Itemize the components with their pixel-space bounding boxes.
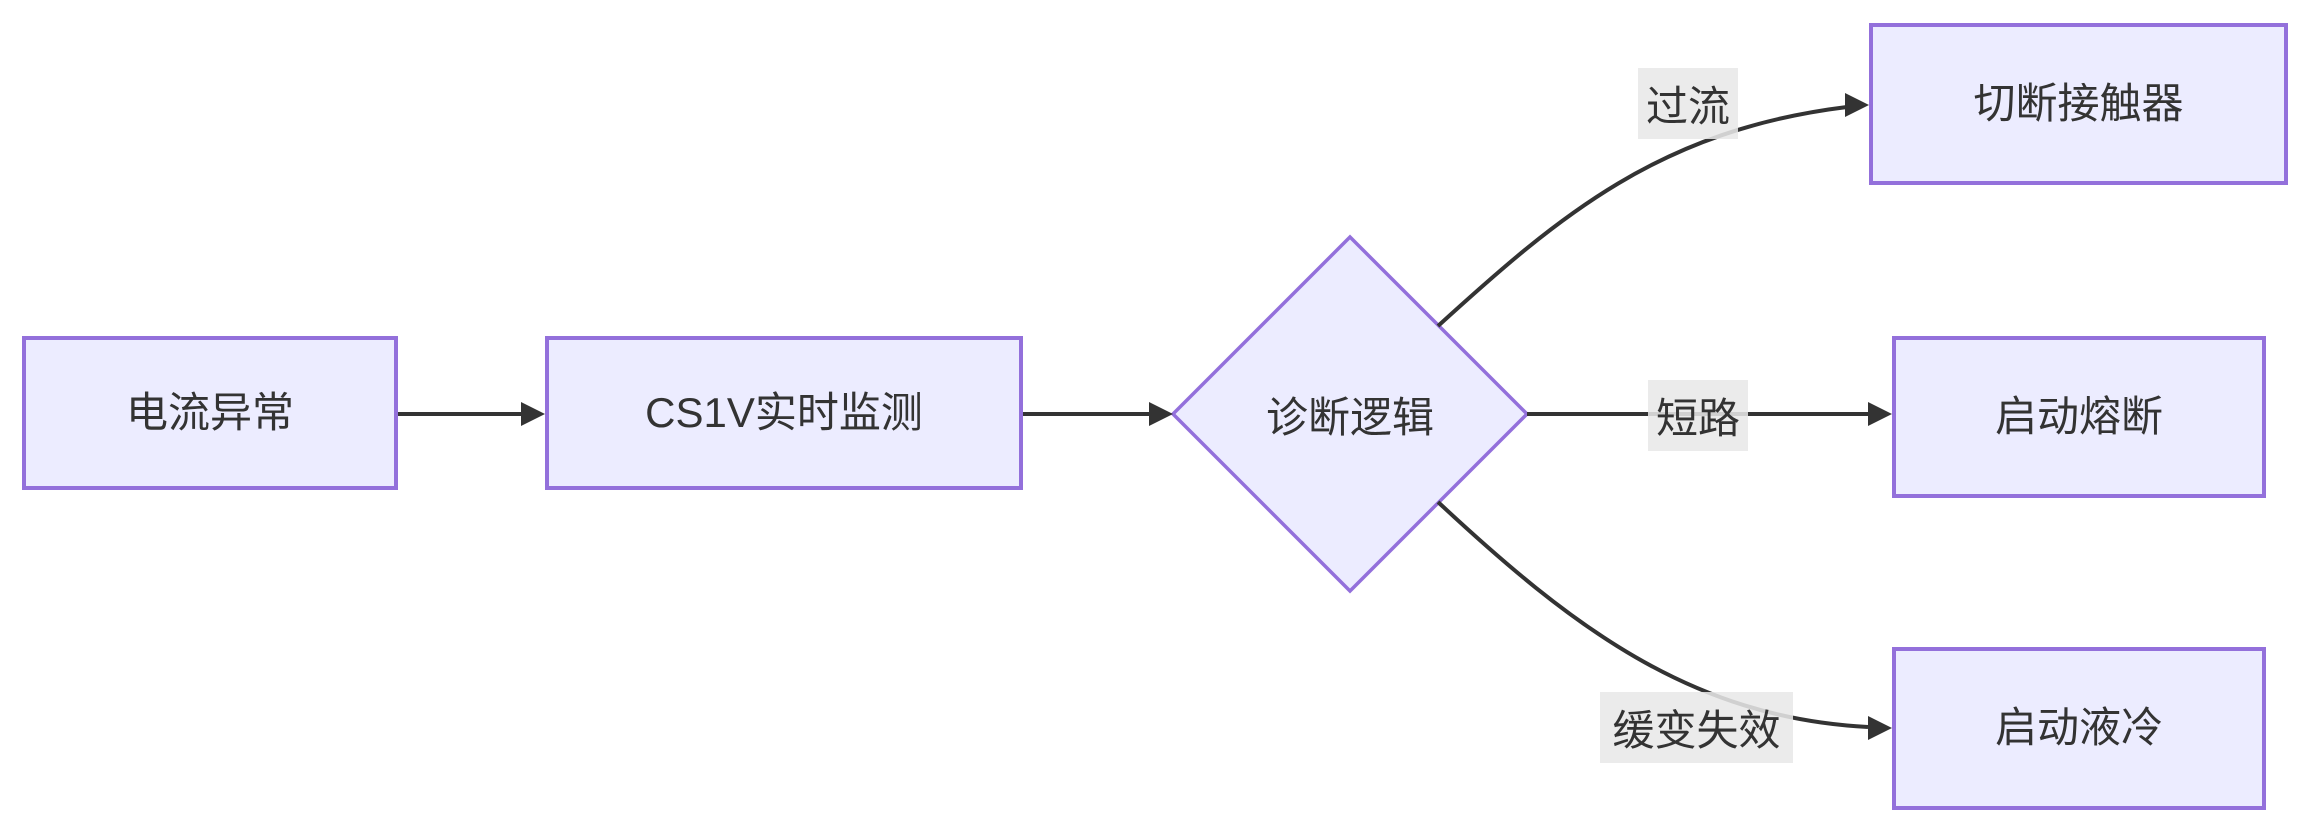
- arrowhead-a-to-b: [521, 402, 545, 426]
- node-start-liquid-cooling: 启动液冷: [1892, 647, 2266, 810]
- node-diagnostic-logic: 诊断逻辑: [1265, 393, 1434, 441]
- node-start-fusing: 启动熔断: [1892, 336, 2266, 498]
- arrowhead-c-to-f: [1868, 716, 1892, 740]
- node-cs1v-realtime-monitoring: CS1V实时监测: [545, 336, 1023, 490]
- edge-c-to-d: [1436, 105, 1848, 328]
- edge-label-overcurrent: 过流: [1638, 68, 1738, 139]
- arrowhead-c-to-e: [1868, 402, 1892, 426]
- edge-label-gradual-failure: 缓变失效: [1600, 692, 1793, 763]
- edge-label-short-circuit: 短路: [1648, 380, 1748, 451]
- edge-c-to-f: [1436, 500, 1869, 729]
- arrowhead-b-to-c: [1149, 402, 1173, 426]
- arrowhead-c-to-d: [1845, 93, 1869, 117]
- node-current-anomaly: 电流异常: [22, 336, 398, 490]
- node-cut-off-contactor: 切断接触器: [1869, 23, 2288, 185]
